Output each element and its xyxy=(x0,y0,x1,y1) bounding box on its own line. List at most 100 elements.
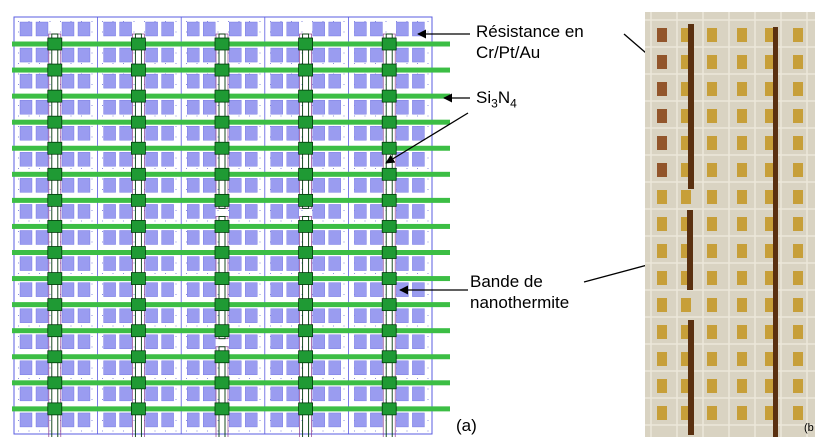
grid-dot xyxy=(39,273,40,274)
contact-pad xyxy=(354,386,367,402)
contact-pad xyxy=(161,21,174,37)
grid-dot xyxy=(165,273,166,274)
contact-pad xyxy=(161,282,174,297)
grid-dot xyxy=(39,220,40,222)
grid-dot xyxy=(18,420,19,421)
grid-dot xyxy=(259,115,261,117)
grid-dot xyxy=(259,189,261,190)
grid-dot xyxy=(70,115,72,117)
grid-dot xyxy=(228,136,229,138)
grid-dot xyxy=(364,115,366,117)
grid-dot xyxy=(175,105,177,106)
contact-pad xyxy=(228,282,242,297)
photo-pad xyxy=(737,163,747,177)
contact-pad xyxy=(119,152,132,167)
grid-dot xyxy=(18,115,19,117)
grid-dot xyxy=(270,388,271,390)
contact-pad xyxy=(244,47,258,63)
heater-square xyxy=(381,402,397,416)
contact-pad xyxy=(354,256,367,271)
grid-dot xyxy=(186,21,187,22)
contact-pad xyxy=(77,204,91,219)
grid-dot xyxy=(228,346,229,348)
contact-pad xyxy=(77,99,91,115)
contact-pad xyxy=(370,360,383,376)
grid-dot xyxy=(364,21,366,22)
contact-pad xyxy=(119,282,132,297)
contact-pad xyxy=(370,47,383,63)
resistor-line xyxy=(12,380,450,386)
grid-dot xyxy=(123,220,124,222)
grid-dot xyxy=(375,115,376,117)
grid-dot xyxy=(123,273,124,274)
heater-square xyxy=(214,376,230,390)
contact-pad xyxy=(328,47,341,63)
grid-dot xyxy=(196,273,198,274)
grid-dot xyxy=(102,262,103,264)
heater-square xyxy=(130,141,146,155)
grid-dot xyxy=(165,115,166,117)
label-si3n4: Si3N4 xyxy=(476,87,517,114)
grid-dot xyxy=(207,115,208,117)
grid-dot xyxy=(133,262,135,264)
grid-dot xyxy=(49,294,51,295)
contact-pad xyxy=(119,21,132,37)
heater-square xyxy=(298,246,314,259)
contact-pad xyxy=(119,230,132,245)
heater-square xyxy=(298,37,314,51)
contact-pad xyxy=(312,99,325,115)
contact-pad xyxy=(312,178,325,193)
grid-dot xyxy=(343,315,345,316)
contact-pad xyxy=(19,204,33,219)
grid-dot xyxy=(39,63,40,64)
photo-pad xyxy=(765,28,775,42)
contact-pad xyxy=(370,412,383,428)
photo-pad xyxy=(707,163,717,177)
grid-dot xyxy=(91,84,93,85)
photo-pad xyxy=(793,325,803,339)
grid-dot xyxy=(28,168,30,169)
grid-dot xyxy=(18,430,19,432)
contact-pad xyxy=(328,204,341,219)
contact-pad xyxy=(19,256,33,271)
contact-pad xyxy=(396,308,409,323)
grid-dot xyxy=(270,210,271,211)
grid-dot xyxy=(291,273,292,274)
photo-pad xyxy=(737,82,747,96)
grid-dot xyxy=(270,126,271,127)
contact-pad xyxy=(186,334,200,349)
grid-dot xyxy=(39,168,40,169)
contact-pad xyxy=(312,204,325,219)
grid-dot xyxy=(49,84,51,85)
grid-dot xyxy=(343,126,345,127)
grid-dot xyxy=(427,115,429,117)
grid-dot xyxy=(280,325,282,327)
grid-dot xyxy=(259,430,261,432)
grid-dot xyxy=(28,63,30,64)
contact-pad xyxy=(61,230,75,245)
grid-dot xyxy=(133,84,135,85)
resistor-line xyxy=(12,354,450,360)
photo-pad xyxy=(737,190,747,204)
contact-pad xyxy=(35,230,49,245)
contact-pad xyxy=(412,152,425,167)
grid-dot xyxy=(207,325,208,327)
contact-pad xyxy=(244,360,258,376)
heater-square xyxy=(130,350,146,364)
grid-dot xyxy=(175,262,177,264)
photo-pad xyxy=(737,244,747,258)
contact-pad xyxy=(186,47,200,63)
grid-dot xyxy=(364,220,366,222)
contact-pad xyxy=(202,178,216,193)
grid-dot xyxy=(217,241,219,243)
photo-pad xyxy=(707,28,717,42)
contact-pad xyxy=(328,282,341,297)
contact-pad xyxy=(202,334,216,349)
grid-dot xyxy=(301,63,303,64)
grid-dot xyxy=(312,367,313,369)
contact-pad xyxy=(396,21,409,37)
arrow-si3n4-diagram xyxy=(385,112,469,164)
heater-square xyxy=(47,376,63,390)
heater-square xyxy=(298,324,314,338)
grid-dot xyxy=(427,178,429,180)
